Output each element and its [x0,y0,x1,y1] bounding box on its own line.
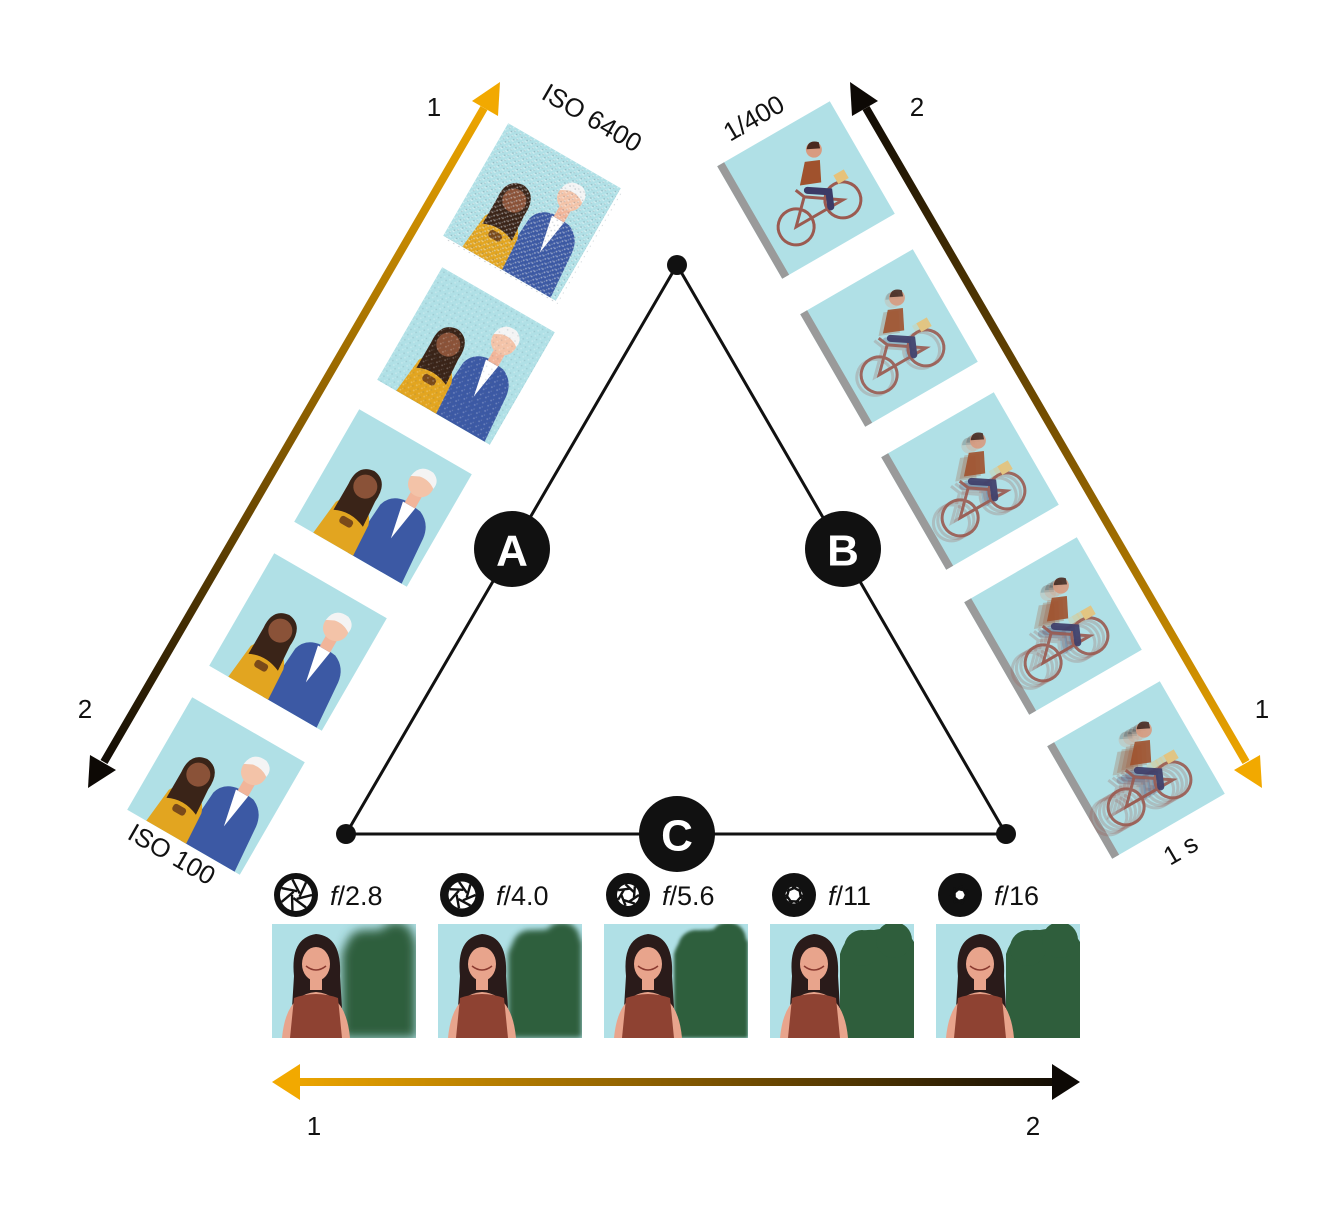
iso-panel [127,697,305,875]
iso-panels [127,123,623,875]
iso-arrow [88,82,500,788]
aperture-value-label: f/16 [994,881,1039,911]
iso-panel [443,123,623,305]
aperture-stop: f/5.6 [604,873,748,1038]
iso-strip: 1 2 ISO 6400 ISO 100 [78,77,647,891]
aperture-value-label: f/5.6 [662,881,715,911]
aperture-arrow-start-number: 1 [307,1111,321,1141]
shutter-bottom-label: 1 s [1158,828,1203,871]
iso-top-label: ISO 6400 [537,77,647,158]
iso-arrowhead-top [472,82,500,116]
shutter-panel [964,537,1142,715]
node-c: C [639,796,715,872]
vertex-right-dot [996,824,1016,844]
aperture-arrowhead-left [272,1064,300,1100]
aperture-value-label: f/2.8 [330,881,383,911]
iso-panel [377,267,555,445]
shutter-panel [717,101,895,279]
vertex-left-dot [336,824,356,844]
node-b-label: B [827,527,859,576]
iso-arrow-start-number: 1 [427,92,441,122]
aperture-arrow [272,1064,1080,1100]
aperture-row: f/2.8 f/4.0 f/5.6 f/11 f/16 1 2 [272,873,1080,1141]
shutter-arrow-start-number: 2 [910,92,924,122]
aperture-arrow-end-number: 2 [1026,1111,1040,1141]
shutter-arrowhead-bottom [1234,755,1262,788]
aperture-icon [606,873,650,917]
node-a-label: A [496,527,528,576]
node-a: A [474,511,550,587]
aperture-portrait [604,924,748,1038]
aperture-stop: f/2.8 [272,873,416,1038]
shutter-arrow [850,82,1262,788]
shutter-strip: 2 1 1/400 1 s [717,82,1269,871]
aperture-icon [772,873,816,917]
aperture-stop: f/16 [936,873,1080,1038]
aperture-arrowhead-right [1052,1064,1080,1100]
aperture-portrait [770,924,914,1038]
shutter-panel [881,392,1059,570]
shutter-arrow-end-number: 1 [1255,694,1269,724]
vertex-top-dot [667,255,687,275]
shutter-panel [1047,681,1225,859]
aperture-portrait [936,924,1080,1038]
node-b: B [805,511,881,587]
aperture-portrait [438,924,582,1038]
aperture-portrait [272,924,416,1038]
shutter-panels [717,101,1225,859]
aperture-value-label: f/11 [828,881,871,911]
iso-panel [209,553,387,731]
iso-arrow-end-number: 2 [78,694,92,724]
iso-panel [294,409,472,587]
aperture-stop: f/11 [770,873,914,1038]
aperture-value-label: f/4.0 [496,881,549,911]
aperture-icon [440,873,484,917]
aperture-stop: f/4.0 [438,873,582,1038]
iso-arrowhead-bottom [88,755,116,788]
shutter-arrowhead-top [850,82,878,116]
triangle: A B C [336,255,1016,872]
node-c-label: C [661,812,693,861]
aperture-icon [938,873,982,917]
shutter-panel [800,249,978,427]
aperture-icon [274,873,318,917]
